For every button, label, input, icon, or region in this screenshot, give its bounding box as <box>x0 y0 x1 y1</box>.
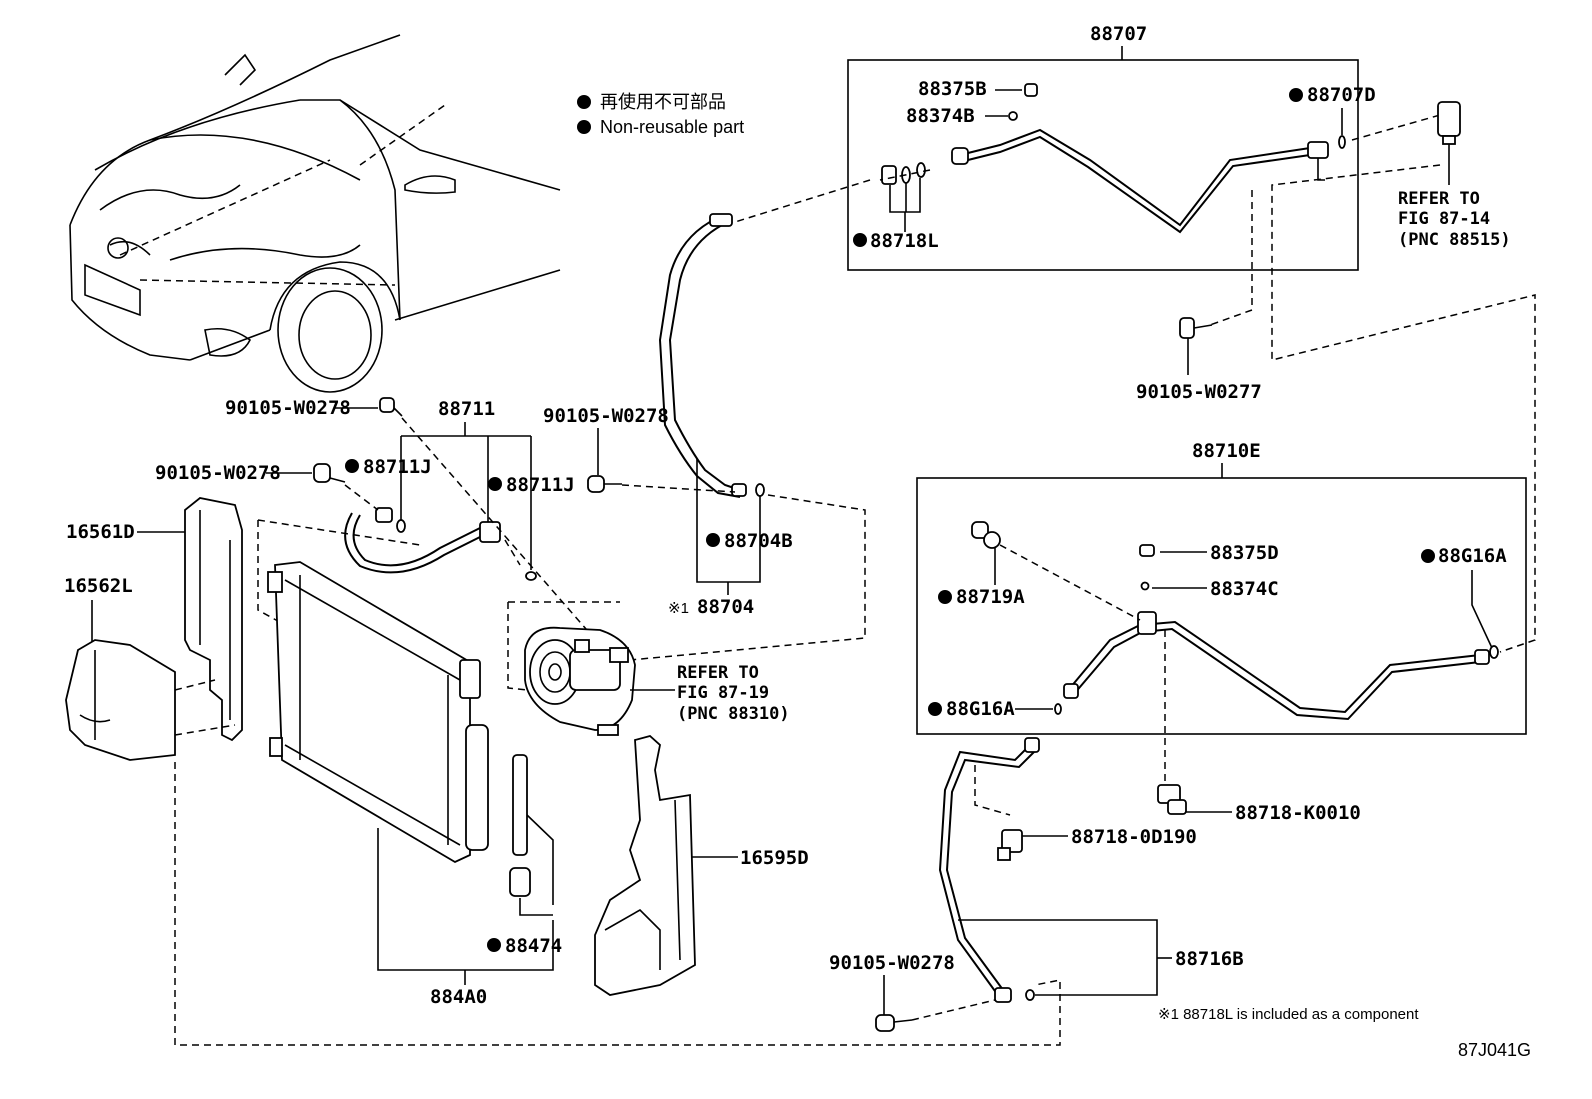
seal-16562L: 16562L <box>64 575 176 761</box>
label-88704: 88704 <box>697 596 754 618</box>
label-88G16A-a: 88G16A <box>1438 545 1507 567</box>
bolt-90105-W0278-center: 90105-W0278 <box>543 405 669 493</box>
clamp-88718-K0010: 88718-K0010 <box>1157 784 1361 824</box>
label-90105-W0278-b: 90105-W0278 <box>543 405 669 427</box>
label-refer-87-14-l2: FIG 87-14 <box>1398 209 1490 229</box>
seal-16561D: 16561D <box>66 497 243 742</box>
bolt-90105-W0277: 90105-W0277 <box>1136 317 1262 403</box>
label-88474: 88474 <box>505 935 562 957</box>
label-88710E: 88710E <box>1192 440 1261 462</box>
label-88374C: 88374C <box>1210 578 1279 600</box>
legend-line-ja: 再使用不可部品 <box>600 92 726 112</box>
label-88704B: 88704B <box>724 530 793 552</box>
footnote: ※1 88718L is included as a component <box>1158 1006 1419 1023</box>
label-88711J-a: 88711J <box>363 456 432 478</box>
label-90105-W0278-d: 90105-W0278 <box>829 952 955 974</box>
connector-fig-87-14: REFER TO FIG 87-14 (PNC 88515) <box>1398 101 1511 250</box>
label-refer-87-14-l1: REFER TO <box>1398 189 1480 209</box>
label-88707D: 88707D <box>1307 84 1376 106</box>
label-88718L: 88718L <box>870 230 939 252</box>
label-884A0: 884A0 <box>430 986 487 1008</box>
pipe-88716B: 88716B <box>938 737 1244 1003</box>
legend-line-en: Non-reusable part <box>600 117 744 137</box>
legend-bullet-1 <box>577 95 591 109</box>
legend-bullet-2 <box>577 120 591 134</box>
seal-16595D: 16595D <box>594 735 809 996</box>
label-88716B: 88716B <box>1175 948 1244 970</box>
label-90105-W0278-a: 90105-W0278 <box>225 397 351 419</box>
label-88719A: 88719A <box>956 586 1025 608</box>
legend: 再使用不可部品 Non-reusable part <box>577 92 744 137</box>
label-88704-mark: ※1 <box>668 600 689 617</box>
compressor-fig-87-19: REFER TO FIG 87-19 (PNC 88310) <box>524 626 790 736</box>
hose-88704: 88704B ※1 88704 <box>658 213 793 618</box>
label-90105-W0278-c: 90105-W0278 <box>155 462 281 484</box>
condenser-884A0: 884A0 <box>267 561 554 1008</box>
bolt-90105-W0278-bottom: 90105-W0278 <box>829 952 955 1032</box>
label-refer-87-14-l3: (PNC 88515) <box>1398 230 1511 250</box>
vehicle-front-illustration <box>69 34 561 393</box>
label-88711J-b: 88711J <box>506 474 575 496</box>
label-88375D: 88375D <box>1210 542 1279 564</box>
label-88707: 88707 <box>1090 23 1147 45</box>
label-88374B: 88374B <box>906 105 975 127</box>
label-90105-W0277: 90105-W0277 <box>1136 381 1262 403</box>
label-refer-87-19-l3: (PNC 88310) <box>677 704 790 724</box>
label-refer-87-19-l2: FIG 87-19 <box>677 683 769 703</box>
label-88711: 88711 <box>438 398 495 420</box>
label-88375B: 88375B <box>918 78 987 100</box>
figure-id: 87J041G <box>1458 1040 1531 1060</box>
group-88707: 88707 88375B 88374B 88707D 88718L <box>847 23 1376 271</box>
label-16595D: 16595D <box>740 847 809 869</box>
label-88718-0D190: 88718-0D190 <box>1071 826 1197 848</box>
filter-88474: 88474 <box>487 754 562 957</box>
group-88710E: 88710E 88719A 88375D 88374C 88G16A 88G16… <box>916 440 1527 735</box>
clamp-88718-0D190: 88718-0D190 <box>997 826 1197 861</box>
label-16562L: 16562L <box>64 575 133 597</box>
label-88G16A-b: 88G16A <box>946 698 1015 720</box>
label-16561D: 16561D <box>66 521 135 543</box>
label-refer-87-19-l1: REFER TO <box>677 663 759 683</box>
label-88718-K0010: 88718-K0010 <box>1235 802 1361 824</box>
